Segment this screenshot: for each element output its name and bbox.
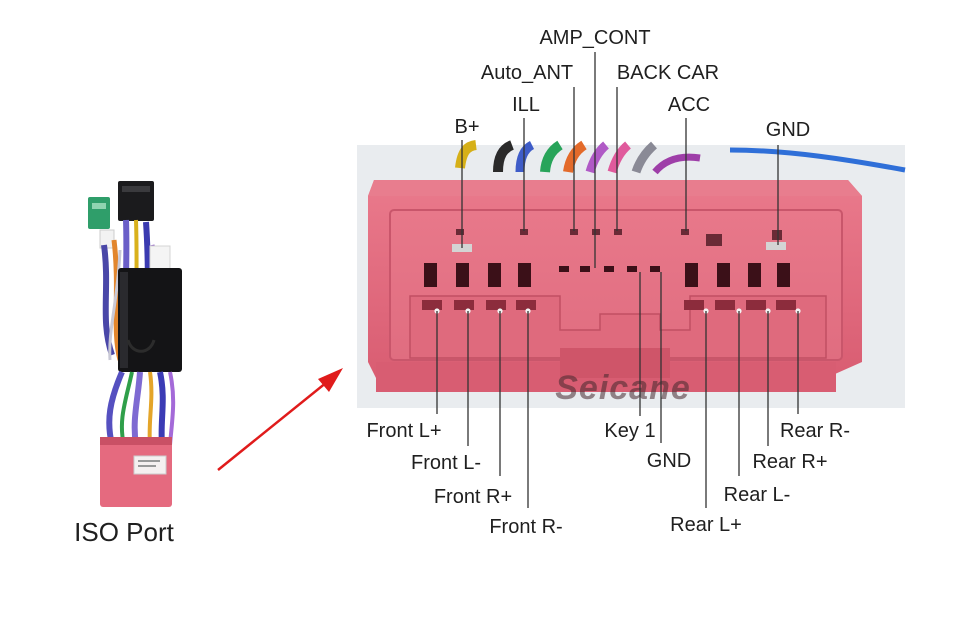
label-rear-l-minus: Rear L-	[724, 484, 791, 506]
label-auto-ant: Auto_ANT	[481, 62, 573, 84]
label-gnd-top: GND	[766, 119, 810, 141]
bottom-leader-lines	[436, 272, 799, 508]
label-front-l-minus: Front L-	[411, 452, 481, 474]
seicane-watermark: Seicane	[555, 369, 691, 407]
label-front-l-plus: Front L+	[366, 420, 441, 442]
wiring-harness-image	[88, 181, 182, 507]
label-amp-cont: AMP_CONT	[539, 27, 650, 49]
label-ill: ILL	[512, 94, 540, 116]
label-front-r-plus: Front R+	[434, 486, 512, 508]
label-front-r-minus: Front R-	[489, 516, 562, 538]
label-gnd-bottom: GND	[647, 450, 691, 472]
label-rear-r-minus: Rear R-	[780, 420, 850, 442]
pointer-arrow-icon	[217, 368, 343, 471]
top-leader-lines	[461, 52, 779, 268]
iso-port-caption: ISO Port	[74, 517, 174, 547]
label-b-plus: B+	[454, 116, 479, 138]
label-acc: ACC	[668, 94, 710, 116]
label-rear-r-plus: Rear R+	[752, 451, 827, 473]
label-rear-l-plus: Rear L+	[670, 514, 742, 536]
label-back-car: BACK CAR	[617, 62, 719, 84]
label-key-1: Key 1	[604, 420, 655, 442]
